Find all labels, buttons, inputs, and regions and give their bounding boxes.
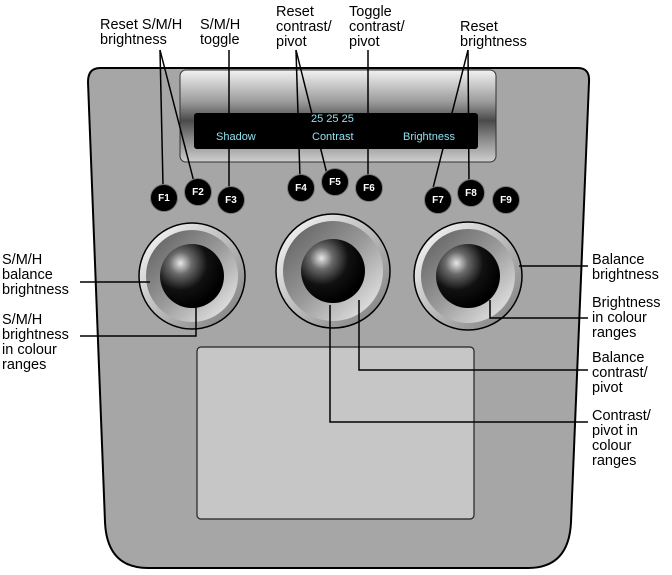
callout-smh-balance-brightness: S/M/H balance brightness <box>2 252 69 298</box>
display-screen <box>194 113 478 149</box>
callout-reset-brightness: Reset brightness <box>460 19 527 50</box>
callout-smh-brightness-colour-ranges: S/M/H brightness in colour ranges <box>2 312 69 373</box>
trackball-left[interactable] <box>138 222 246 330</box>
callout-contrast-pivot-colour-ranges: Contrast/ pivot in colour ranges <box>592 408 651 469</box>
callout-balance-brightness: Balance brightness <box>592 252 659 283</box>
callout-smh-toggle: S/M/H toggle <box>200 17 241 48</box>
f3-button[interactable]: F3 <box>217 186 245 214</box>
trackball-right[interactable] <box>413 221 523 331</box>
f6-button[interactable]: F6 <box>355 174 383 202</box>
f4-button[interactable]: F4 <box>287 174 315 202</box>
f1-button[interactable]: F1 <box>150 184 178 212</box>
f2-button[interactable]: F2 <box>184 178 212 206</box>
f7-button[interactable]: F7 <box>424 186 452 214</box>
callout-balance-contrast-pivot: Balance contrast/ pivot <box>592 350 648 396</box>
display-label-brightness: Brightness <box>403 131 455 143</box>
callout-reset-contrast-pivot: Reset contrast/ pivot <box>276 4 332 50</box>
callout-reset-smh-brightness: Reset S/M/H brightness <box>100 17 183 48</box>
f9-button[interactable]: F9 <box>492 186 520 214</box>
leader-lines <box>80 49 588 423</box>
f8-button[interactable]: F8 <box>457 179 485 207</box>
trackpad[interactable] <box>196 346 475 520</box>
callout-toggle-contrast-pivot: Toggle contrast/ pivot <box>349 4 405 50</box>
display-label-shadow: Shadow <box>216 131 256 143</box>
f5-button[interactable]: F5 <box>321 168 349 196</box>
display-label-contrast: Contrast <box>312 131 354 143</box>
callout-brightness-colour-ranges: Brightness in colour ranges <box>592 295 661 341</box>
trackball-center[interactable] <box>275 213 391 329</box>
display-values: 25 25 25 <box>311 113 354 125</box>
